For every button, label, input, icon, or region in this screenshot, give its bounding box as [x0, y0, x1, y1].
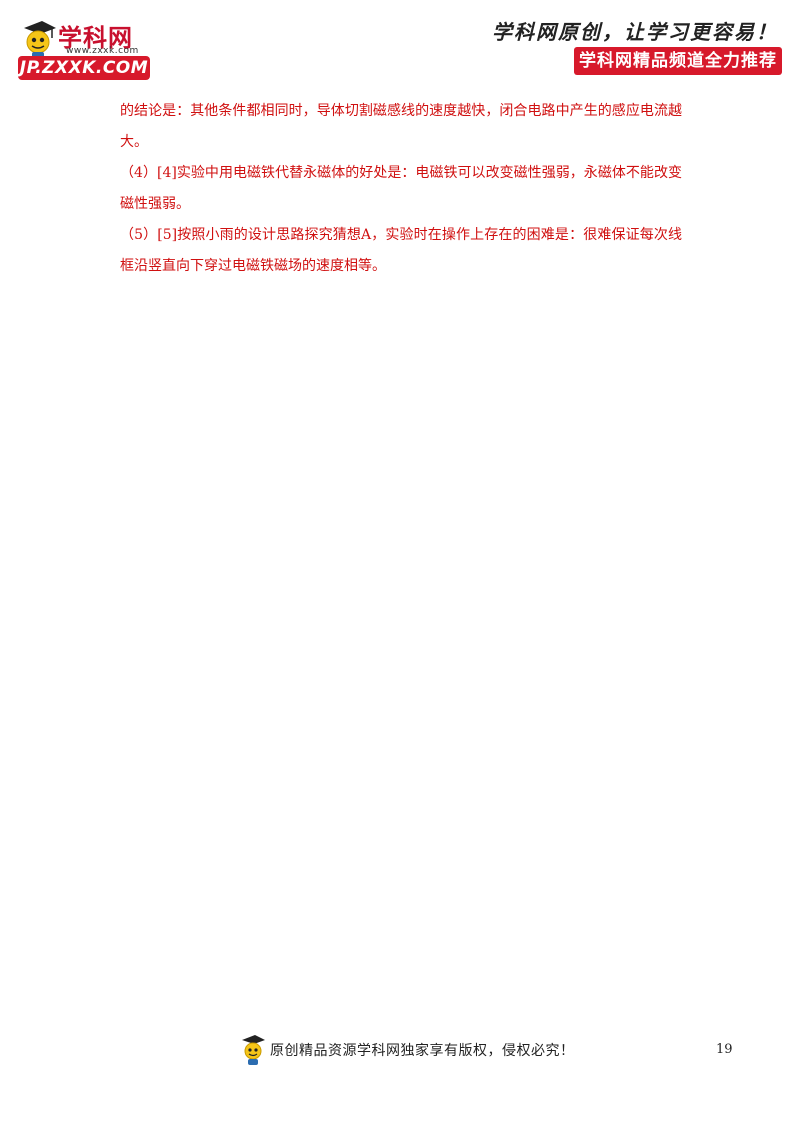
footer: 原创精品资源学科网独家享有版权，侵权必究！	[240, 1032, 575, 1068]
copyright-notice: 原创精品资源学科网独家享有版权，侵权必究！	[270, 1043, 575, 1059]
header-slogan: 学科网原创，让学习更容易！	[492, 20, 778, 44]
footer-mascot-icon	[242, 1035, 265, 1065]
zxxk-logo[interactable]: 学科网 www.zxxk.com JP.ZXXK.COM	[18, 12, 178, 82]
page-number: 19	[716, 1042, 733, 1057]
answer-paragraph-2: （4）[4]实验中用电磁铁代替永磁体的好处是：电磁铁可以改变磁性强弱，永磁体不能…	[120, 165, 682, 212]
answer-paragraph-3: （5）[5]按照小雨的设计思路探究猜想A，实验时在操作上存在的困难是：很难保证每…	[120, 227, 682, 274]
answer-content: 的结论是：其他条件都相同时，导体切割磁感线的速度越快，闭合电路中产生的感应电流越…	[120, 96, 682, 282]
brand-title: 学科网	[58, 24, 133, 52]
brand-url: www.zxxk.com	[66, 46, 139, 56]
mascot-icon	[24, 21, 56, 58]
answer-paragraph-1: 的结论是：其他条件都相同时，导体切割磁感线的速度越快，闭合电路中产生的感应电流越…	[120, 103, 682, 150]
channel-banner[interactable]: 学科网精品频道全力推荐	[574, 47, 782, 75]
site-badge[interactable]: JP.ZXXK.COM	[18, 56, 150, 80]
